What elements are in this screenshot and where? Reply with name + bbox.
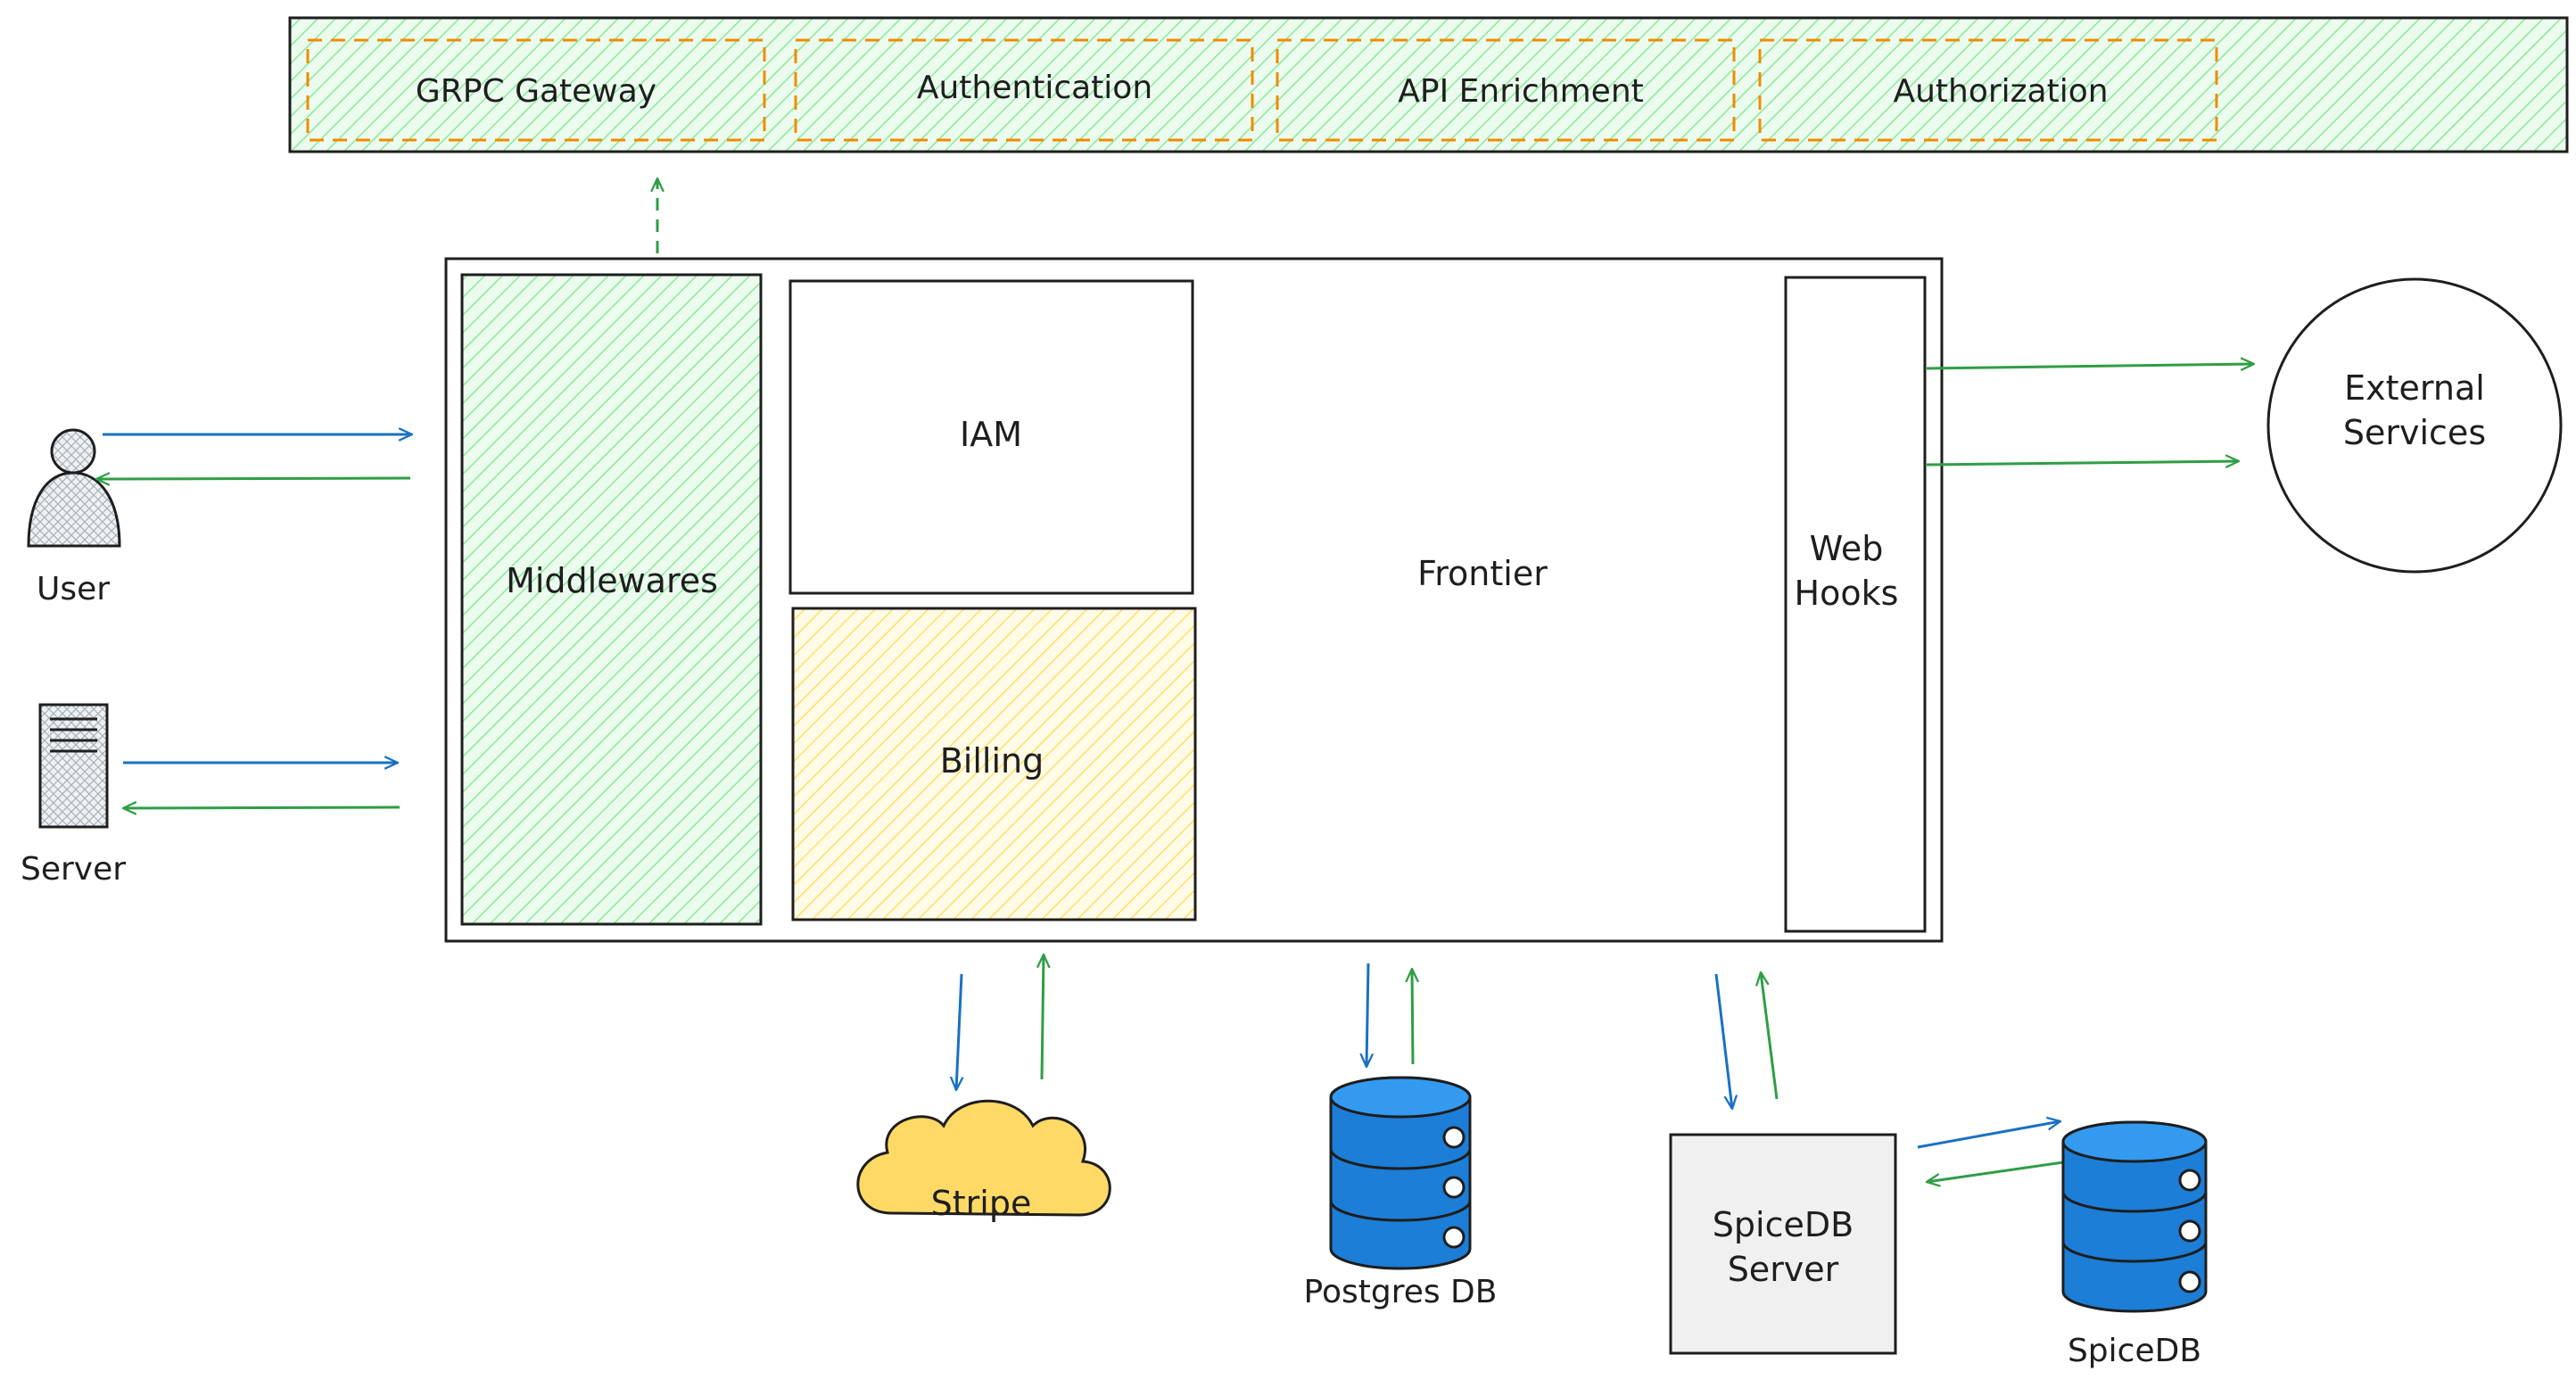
spicedb-db-icon xyxy=(2061,1120,2208,1313)
spicedb-server-label-line2: Server xyxy=(1728,1250,1839,1289)
spicedb-server-box xyxy=(1669,1133,1897,1355)
webhooks-label-line1: Web xyxy=(1810,529,1884,568)
db-cylinder-band xyxy=(2061,1191,2208,1213)
server-response-arrow xyxy=(123,807,400,808)
iam-label: IAM xyxy=(960,415,1022,454)
db-indicator-icon xyxy=(1442,1176,1466,1199)
spicedb-response-arrow xyxy=(1927,1161,2064,1182)
user-actor: User xyxy=(27,428,121,607)
gateway-bar: GRPC Gateway Authentication API Enrichme… xyxy=(288,16,2569,153)
db-indicator-icon xyxy=(2178,1219,2201,1243)
db-cylinder-top xyxy=(2061,1120,2208,1163)
user-label: User xyxy=(37,571,110,607)
spicedb-request-arrow xyxy=(1917,1121,2060,1149)
postgres-db-icon xyxy=(1329,1076,1472,1270)
stripe-label: Stripe xyxy=(931,1184,1032,1223)
db-cylinder-band xyxy=(2061,1241,2208,1263)
frontier-service: Middlewares IAM Billing Frontier Web Hoo… xyxy=(444,257,1944,943)
gateway-stage-label: Authorization xyxy=(1893,73,2108,110)
webhooks-box xyxy=(1784,276,1927,933)
server-icon xyxy=(38,703,109,829)
middlewares-box xyxy=(460,273,763,926)
db-cylinder-top xyxy=(1329,1076,1472,1119)
db-cylinder-band xyxy=(1329,1200,1472,1222)
gateway-stage-label: API Enrichment xyxy=(1398,73,1644,110)
stripe-request-arrow xyxy=(956,973,962,1090)
stripe-cloud-icon xyxy=(856,1099,1111,1217)
external-services-label-line1: External xyxy=(2344,368,2485,408)
spicedb-server-label-line1: SpiceDB xyxy=(1713,1205,1854,1244)
user-icon xyxy=(50,428,96,475)
postgres-response-arrow xyxy=(1412,969,1413,1065)
webhooks-label-line2: Hooks xyxy=(1795,574,1899,613)
webhook-to-external-arrow xyxy=(1926,364,2254,368)
external-services-node xyxy=(2266,277,2563,574)
external-services-label-line2: Services xyxy=(2343,413,2486,452)
user-response-arrow xyxy=(96,478,411,479)
user-body-icon xyxy=(27,471,121,548)
postgres-label: Postgres DB xyxy=(1304,1274,1498,1310)
server-label: Server xyxy=(21,851,126,888)
spicedb-server-response-arrow xyxy=(1761,972,1779,1100)
db-indicator-icon xyxy=(2178,1169,2201,1192)
gateway-stage-label: GRPC Gateway xyxy=(416,73,656,110)
gateway-stage-label: Authentication xyxy=(917,70,1152,106)
stripe-response-arrow xyxy=(1042,954,1044,1080)
db-indicator-icon xyxy=(2178,1270,2201,1293)
spicedb-label: SpiceDB xyxy=(2068,1333,2201,1369)
webhook-to-external-arrow xyxy=(1926,461,2239,465)
frontier-label: Frontier xyxy=(1417,554,1548,593)
server-actor: Server xyxy=(21,703,126,888)
iam-box xyxy=(788,279,1194,595)
db-indicator-icon xyxy=(1442,1226,1466,1249)
spicedb-server-request-arrow xyxy=(1714,973,1732,1109)
middlewares-label: Middlewares xyxy=(506,561,718,600)
billing-box xyxy=(791,607,1197,921)
billing-label: Billing xyxy=(940,741,1044,781)
postgres-request-arrow xyxy=(1366,963,1368,1067)
db-cylinder-band xyxy=(1329,1148,1472,1170)
db-indicator-icon xyxy=(1442,1126,1466,1149)
